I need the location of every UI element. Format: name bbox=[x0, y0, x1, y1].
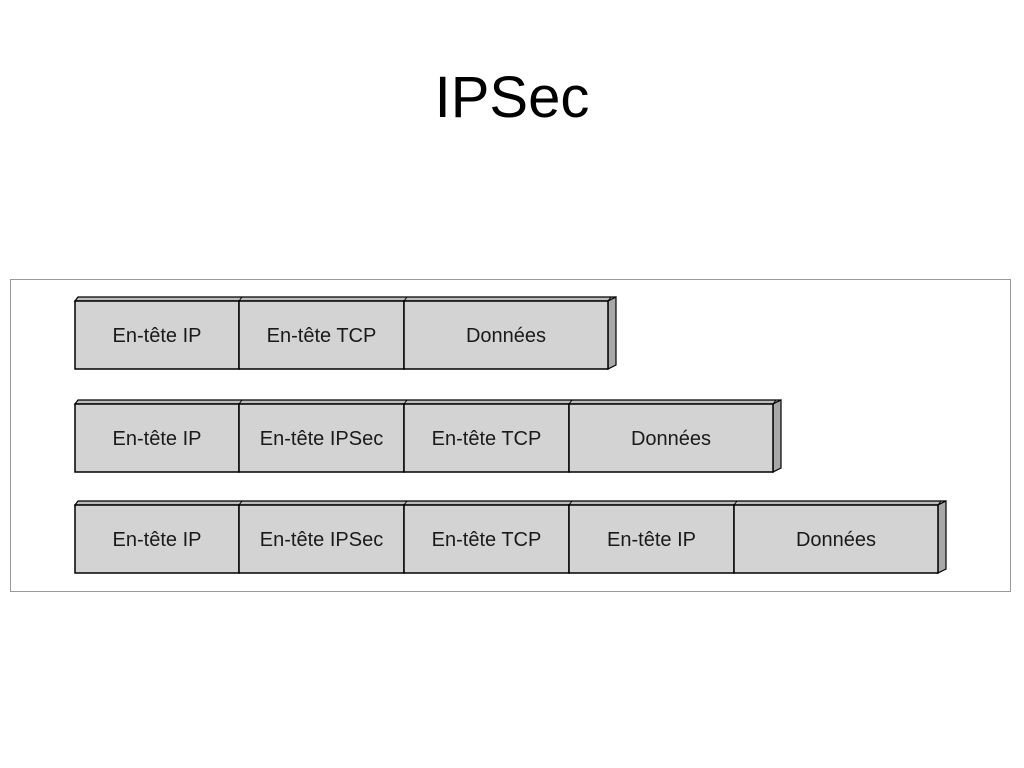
packet-row: En-tête IP En-tête TCP Données bbox=[73, 296, 617, 370]
packet-cell-box bbox=[568, 403, 774, 473]
packet-cell-box bbox=[238, 300, 405, 370]
packet-cell: En-tête TCP bbox=[403, 399, 573, 473]
packet-cell-label: En-tête IP bbox=[113, 529, 202, 551]
packet-cell-box bbox=[74, 403, 240, 473]
packet-cell: En-tête TCP bbox=[403, 500, 573, 574]
packet-cell-box bbox=[733, 504, 939, 574]
packet-cell-label: Données bbox=[466, 325, 546, 347]
packet-cell: En-tête IP bbox=[74, 296, 243, 370]
packet-cell-box bbox=[403, 403, 570, 473]
packet-row: En-tête IP En-tête IPSec En-tête TCP Donnée… bbox=[73, 399, 782, 473]
packet-cell: En-tête IP bbox=[74, 500, 243, 574]
packet-cell: Données bbox=[733, 500, 942, 574]
packet-cell-label: Données bbox=[631, 428, 711, 450]
packet-cell-box bbox=[403, 300, 609, 370]
row-side-face bbox=[937, 500, 947, 574]
packet-cell: En-tête TCP bbox=[238, 296, 408, 370]
cell-seam bbox=[772, 399, 777, 405]
packet-cell: En-tête IPSec bbox=[238, 399, 408, 473]
packet-cell-label: Données bbox=[796, 529, 876, 551]
packet-cell-label: En-tête TCP bbox=[432, 428, 542, 450]
row-side-face bbox=[772, 399, 782, 473]
packet-cell-label: En-tête IPSec bbox=[260, 428, 383, 450]
packet-cell-label: En-tête IP bbox=[113, 325, 202, 347]
packet-cell-box bbox=[403, 504, 570, 574]
packet-cell-label: En-tête IP bbox=[607, 529, 696, 551]
packet-cell-label: En-tête IP bbox=[113, 428, 202, 450]
slide-title: IPSec bbox=[434, 65, 590, 130]
packet-row: En-tête IP En-tête IPSec En-tête TCP En-têt… bbox=[73, 500, 947, 574]
packet-cell: Données bbox=[403, 296, 612, 370]
packet-cell-box bbox=[568, 504, 735, 574]
packet-cell-box bbox=[238, 504, 405, 574]
cell-seam bbox=[607, 296, 612, 302]
packet-cell: Données bbox=[568, 399, 777, 473]
packet-cell-label: En-tête TCP bbox=[432, 529, 542, 551]
row-side-face bbox=[607, 296, 617, 370]
packet-cell-label: En-tête IPSec bbox=[260, 529, 383, 551]
packet-cell-box bbox=[238, 403, 405, 473]
packet-cell-label: En-tête TCP bbox=[267, 325, 377, 347]
packet-cell: En-tête IPSec bbox=[238, 500, 408, 574]
packet-cell: En-tête IP bbox=[74, 399, 243, 473]
packet-cell: En-tête IP bbox=[568, 500, 738, 574]
cell-seam bbox=[937, 500, 942, 506]
